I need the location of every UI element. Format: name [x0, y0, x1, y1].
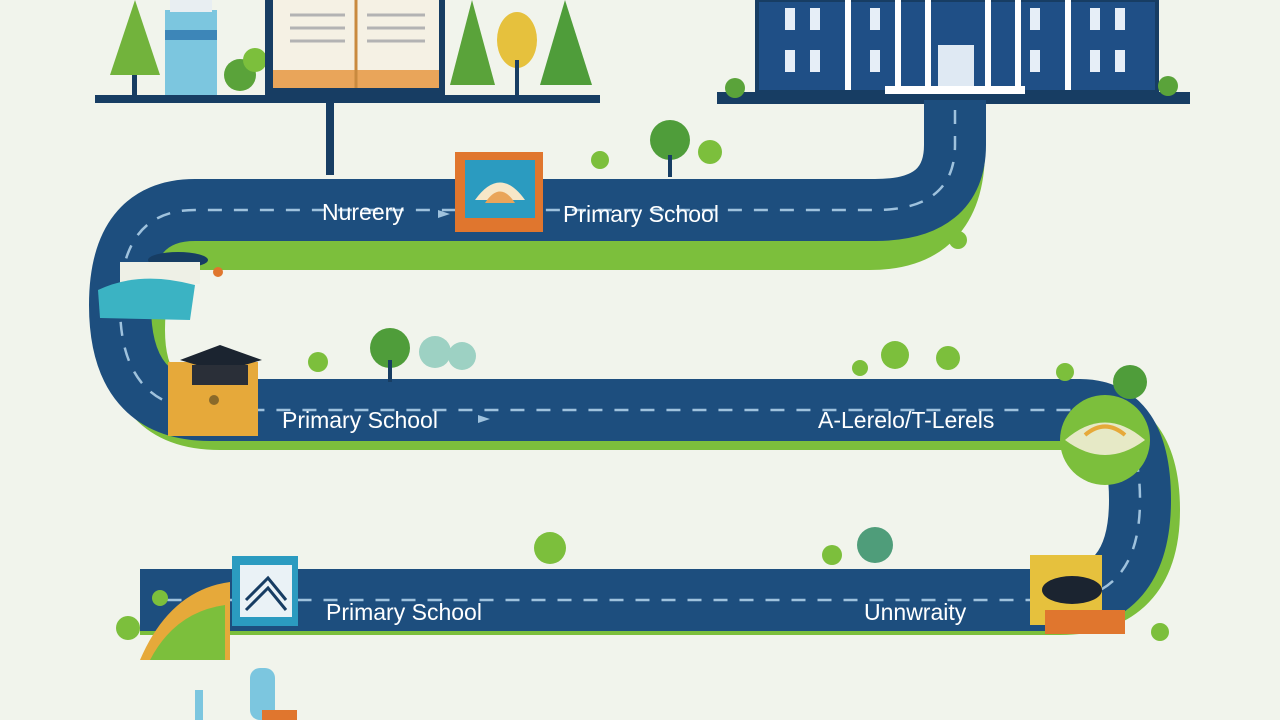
stage-label-a-levels: A-Lerelo/T-Lerels [818, 407, 994, 433]
tree-icon [110, 0, 160, 95]
tree-icon [116, 120, 1169, 641]
stage-labels: Nureery Primary School Primary School A-… [282, 199, 994, 625]
bottom-left-ground [140, 582, 297, 720]
stage-label-university: Unnwraity [864, 599, 967, 625]
stage-label-nursery: Nureery [322, 199, 404, 225]
container-icon [165, 0, 217, 95]
graduation-cap-icon [168, 345, 262, 436]
top-left-shelf [95, 0, 600, 175]
lightbulb-badge-icon [1060, 395, 1150, 485]
lotus-badge-icon [455, 152, 543, 232]
bush-icon [725, 76, 1178, 98]
student-figure-icon [98, 252, 223, 320]
open-book-icon [265, 0, 445, 95]
open-book-icon [232, 556, 298, 626]
tree-icon [450, 0, 592, 95]
pathway-road [89, 100, 1180, 635]
stage-label-primary-school-3: Primary School [326, 599, 482, 625]
stage-label-primary-school-1: Primary School [563, 201, 719, 227]
stage-label-primary-school-2: Primary School [282, 407, 438, 433]
university-building-icon [717, 0, 1190, 104]
direction-arrow-icon [438, 210, 490, 423]
graduation-cap-icon [1030, 555, 1125, 634]
bush-icon [224, 48, 267, 91]
